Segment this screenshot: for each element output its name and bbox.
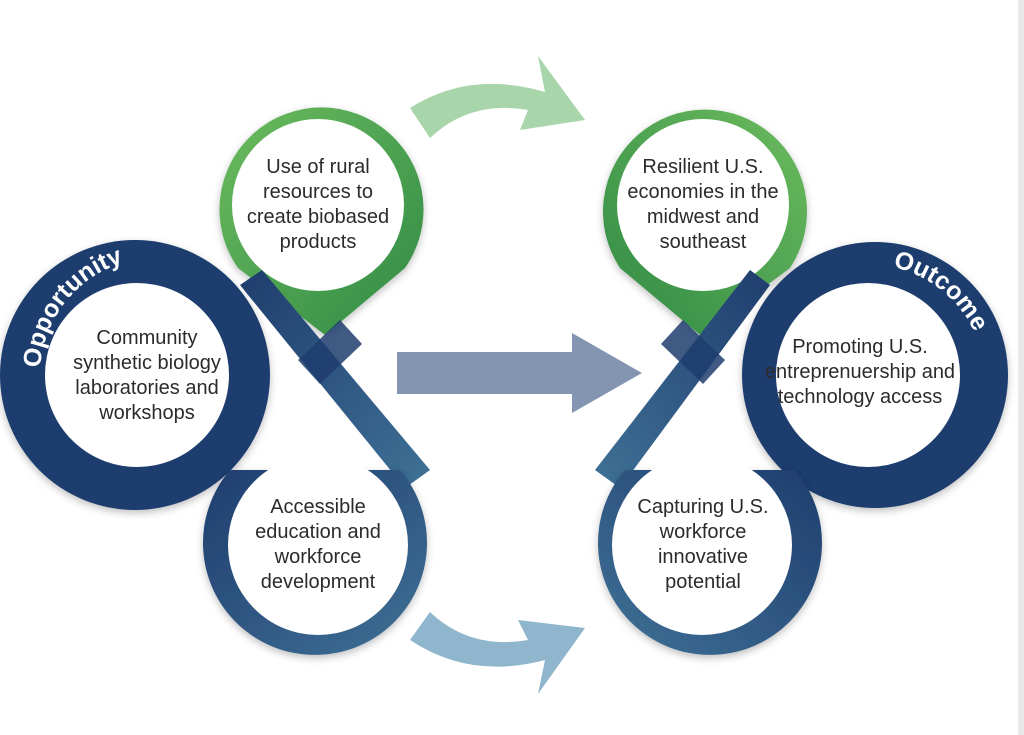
- outcome-bottom-text: Capturing U.S. workforce innovative pote…: [637, 496, 769, 593]
- outcome-top-text: Resilient U.S. economies in the midwest …: [627, 156, 779, 253]
- opportunity-bottom-lobe: [202, 455, 427, 655]
- outcome-connector: [595, 270, 770, 488]
- opportunity-connector: [240, 270, 430, 488]
- outcome-right-lobe: [742, 242, 1008, 508]
- arrow-middle-icon: [397, 333, 642, 413]
- outcome-right-text: Promoting U.S. entreprenuership and tech…: [764, 335, 956, 408]
- arrow-bottom-curved-icon: [410, 612, 585, 694]
- arrow-top-curved-icon: [410, 56, 585, 138]
- opportunity-left-lobe: [0, 240, 270, 510]
- outcome-bottom-lobe: [598, 455, 822, 655]
- right-edge-frame: [1018, 0, 1024, 735]
- outcome-clover: Outcome: [595, 109, 1008, 655]
- opportunity-clover: Opportunity: [0, 107, 430, 655]
- opportunity-top-text: Use of rural resources to create biobase…: [246, 156, 390, 253]
- opportunity-left-text: Community synthetic biology laboratories…: [73, 327, 221, 424]
- opportunity-top-lobe: [219, 107, 424, 335]
- opportunity-bottom-text: Accessible education and workforce devel…: [255, 496, 381, 593]
